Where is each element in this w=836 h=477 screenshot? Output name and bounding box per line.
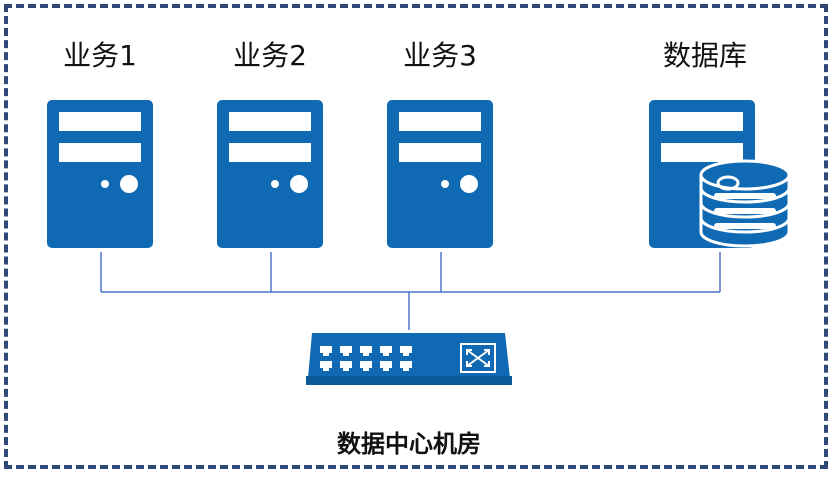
datacenter-caption: 数据中心机房: [337, 430, 481, 458]
label-database: 数据库: [662, 39, 748, 72]
server-icon-business-2: [217, 100, 323, 248]
server-icon-business-1: [47, 100, 153, 248]
label-business-1: 业务1: [63, 39, 137, 72]
connection-lines: [100, 252, 721, 330]
switch-crossing-icon: [460, 343, 496, 373]
datacenter-frame: [4, 4, 828, 469]
network-switch-icon: [306, 333, 512, 385]
switch-ports: [320, 346, 412, 371]
database-cylinder-icon: [699, 159, 791, 248]
label-business-3: 业务3: [403, 39, 477, 72]
label-business-2: 业务2: [233, 39, 307, 72]
server-icon-business-3: [387, 100, 493, 248]
